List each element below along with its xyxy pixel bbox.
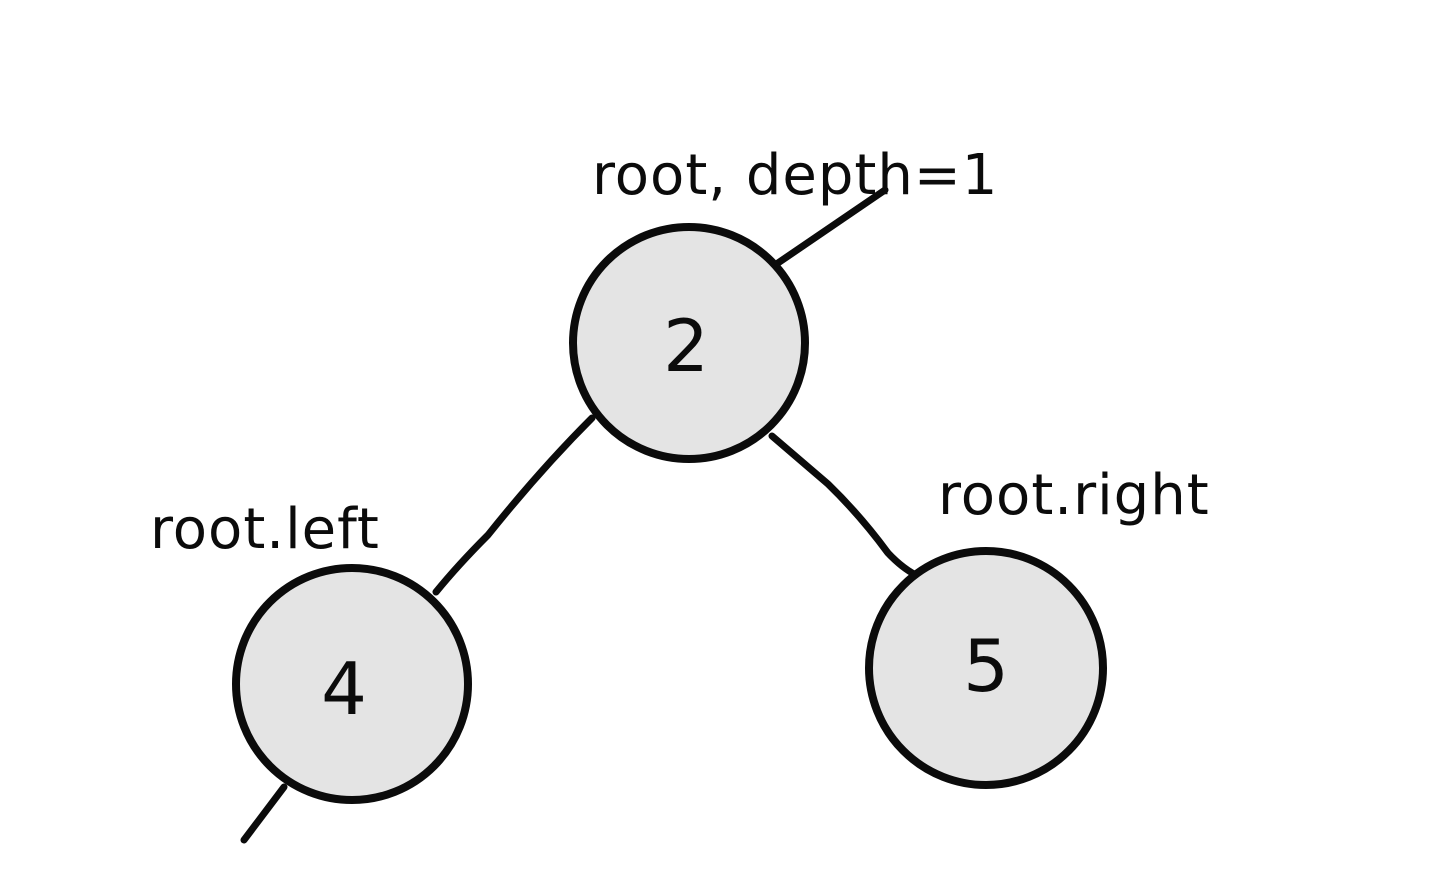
node-circle-root: [569, 223, 809, 463]
left-child-pointer-line: [240, 783, 288, 844]
tree-node-left: 4: [232, 564, 472, 804]
node-value-left: 4: [321, 647, 367, 731]
node-value-right: 5: [963, 624, 1009, 708]
edge-root-to-left: [432, 414, 596, 596]
node-circle-left: [232, 564, 472, 804]
label-root-left: root.left: [150, 497, 380, 562]
edge-root-to-right: [768, 432, 924, 581]
label-root-right: root.right: [938, 463, 1210, 528]
node-circle-right: [865, 547, 1107, 789]
tree-node-right: 5: [865, 547, 1107, 789]
label-root-depth: root, depth=1: [592, 143, 998, 208]
tree-node-root: 2: [569, 223, 809, 463]
root-pointer-line: [771, 186, 889, 269]
node-value-root: 2: [663, 304, 709, 388]
